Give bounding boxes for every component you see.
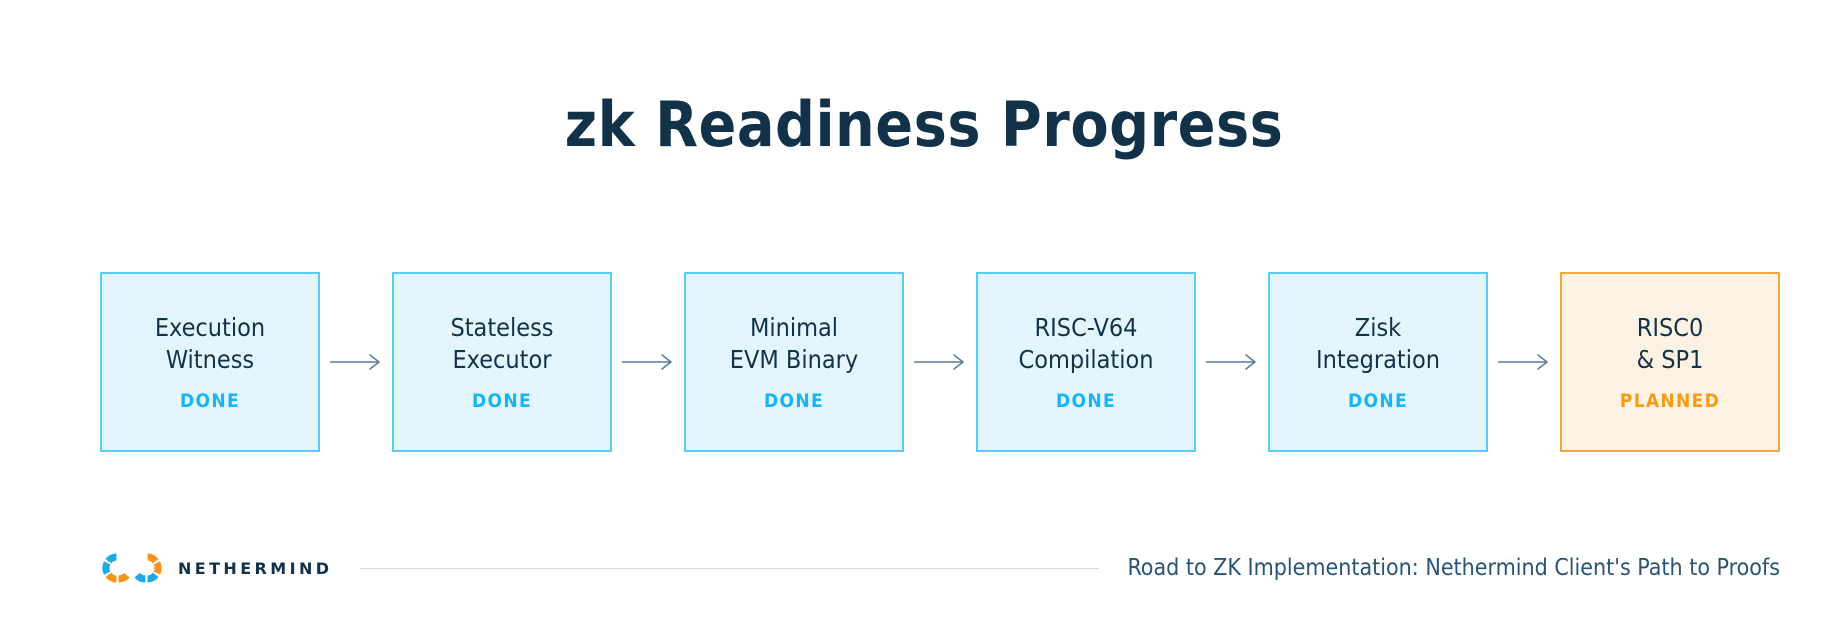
- flow-connector: [904, 272, 976, 452]
- flow-step-label: Execution Witness: [154, 313, 266, 374]
- arrow-right-icon: [1498, 354, 1548, 370]
- flow-step-status-badge: DONE: [180, 390, 240, 412]
- brand-name: NETHERMIND: [178, 558, 333, 578]
- flow-connector: [1488, 272, 1560, 452]
- arrow-right-icon: [914, 354, 964, 370]
- footer-tagline: Road to ZK Implementation: Nethermind Cl…: [1127, 555, 1780, 581]
- flow-connector: [1196, 272, 1268, 452]
- flow-step-status-badge: DONE: [764, 390, 824, 412]
- arrow-right-icon: [1206, 354, 1256, 370]
- flow-step-label: RISC-V64 Compilation: [1018, 313, 1154, 374]
- flow-step-label: Minimal EVM Binary: [729, 313, 859, 374]
- flow-step-status-badge: PLANNED: [1619, 390, 1721, 412]
- flow-step-label: Stateless Executor: [450, 313, 554, 374]
- nethermind-logo-icon: [100, 551, 164, 585]
- page-title: zk Readiness Progress: [564, 88, 1284, 161]
- brand-lockup: NETHERMIND: [100, 551, 332, 585]
- flow-step-label: Zisk Integration: [1316, 313, 1440, 374]
- flow-connector: [612, 272, 684, 452]
- flow-step-label: RISC0 & SP1: [1636, 313, 1704, 374]
- footer-divider: [360, 567, 1100, 569]
- flow-step-status-badge: DONE: [1348, 390, 1408, 412]
- arrow-right-icon: [330, 354, 380, 370]
- flow-connector: [320, 272, 392, 452]
- footer: NETHERMIND Road to ZK Implementation: Ne…: [100, 546, 1780, 590]
- flow-step-status-badge: DONE: [472, 390, 532, 412]
- flow-step-status-badge: DONE: [1056, 390, 1116, 412]
- arrow-right-icon: [622, 354, 672, 370]
